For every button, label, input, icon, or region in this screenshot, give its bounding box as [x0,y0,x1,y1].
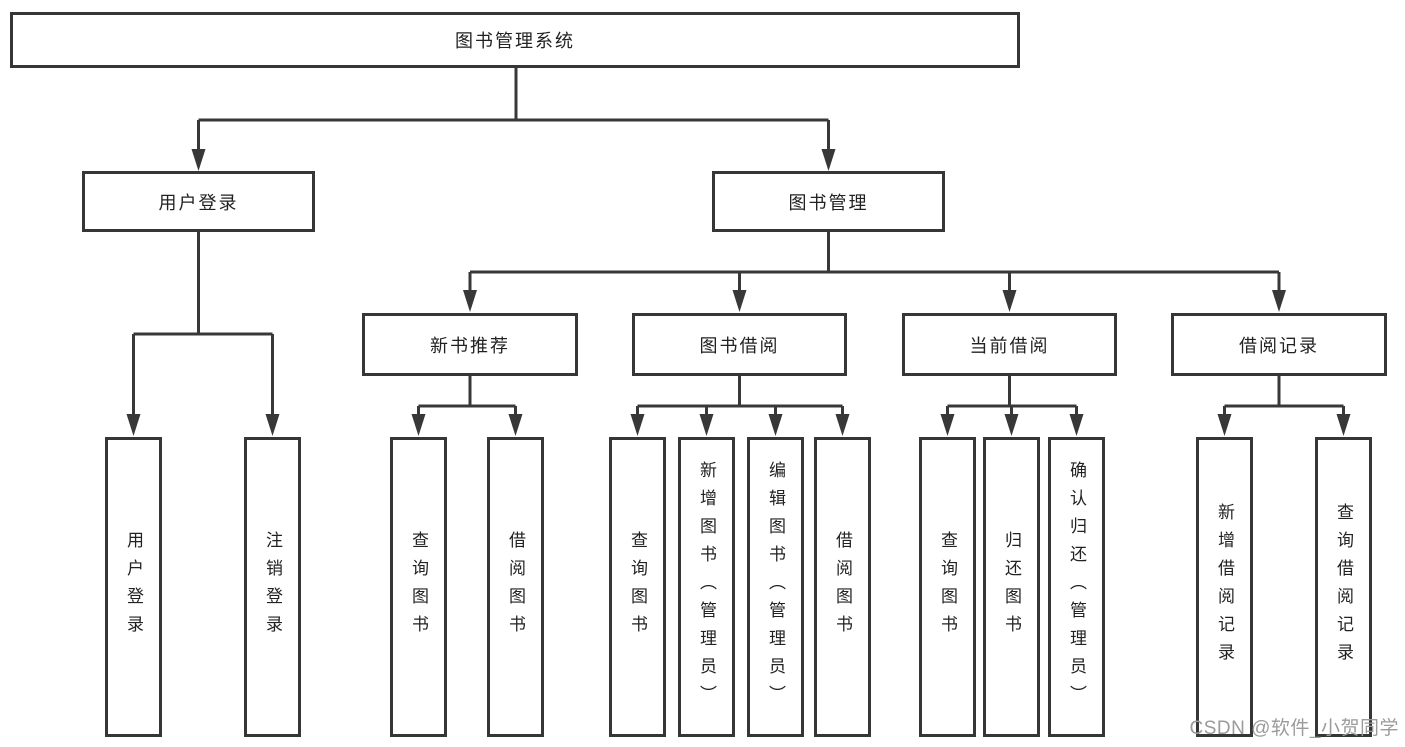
leaf-add-book-admin: 新增图书（管理员） [678,437,735,737]
arrow-down-icon [732,290,747,312]
arrow-down-icon [630,414,645,436]
leaf-return-book: 归还图书 [983,437,1040,737]
leaf-confirm-return-admin: 确认归还（管理员） [1048,437,1105,737]
node-current-borrowing: 当前借阅 [902,313,1117,376]
csdn-watermark: CSDN @软件_小贺同学 [1189,718,1399,739]
leaf-user-login: 用户登录 [105,437,162,737]
arrow-down-icon [1336,414,1351,436]
arrow-down-icon [1217,414,1232,436]
arrow-down-icon [1002,290,1017,312]
connector-recommend-to-leaves [411,376,523,436]
leaf-query-books-current: 查询图书 [919,437,976,737]
connector-login-to-leaves [126,232,280,436]
arrow-down-icon [1069,414,1084,436]
arrow-down-icon [508,414,523,436]
leaf-query-books-recommend: 查询图书 [390,437,447,737]
leaf-query-borrow-record: 查询借阅记录 [1315,437,1372,737]
node-book-borrowing: 图书借阅 [632,313,847,376]
connector-management-to-level3 [463,232,1286,312]
connector-records-to-leaves [1217,376,1351,436]
leaf-add-borrow-record: 新增借阅记录 [1196,437,1253,737]
arrow-down-icon [1272,290,1286,312]
arrow-down-icon [835,414,850,436]
arrow-down-icon [463,290,477,312]
connector-root-to-level2 [191,68,836,171]
arrow-down-icon [768,414,783,436]
arrow-down-icon [699,414,714,436]
leaf-borrow-books-borrowing: 借阅图书 [814,437,871,737]
arrow-down-icon [265,414,280,436]
arrow-down-icon [411,414,426,436]
leaf-logout: 注销登录 [244,437,301,737]
connector-borrowing-to-leaves [630,376,850,436]
arrow-down-icon [191,149,206,171]
leaf-edit-book-admin: 编辑图书（管理员） [747,437,804,737]
node-new-book-recommend: 新书推荐 [362,313,578,376]
arrow-down-icon [940,414,955,436]
node-borrow-records: 借阅记录 [1171,313,1387,376]
arrow-down-icon [126,414,141,436]
arrow-down-icon [821,149,836,171]
node-user-login: 用户登录 [82,171,315,232]
node-library-management-system: 图书管理系统 [10,12,1020,68]
leaf-query-books-borrowing: 查询图书 [609,437,666,737]
node-book-management: 图书管理 [712,171,945,232]
leaf-borrow-books-recommend: 借阅图书 [487,437,544,737]
arrow-down-icon [1004,414,1019,436]
connector-current-to-leaves [940,376,1084,436]
